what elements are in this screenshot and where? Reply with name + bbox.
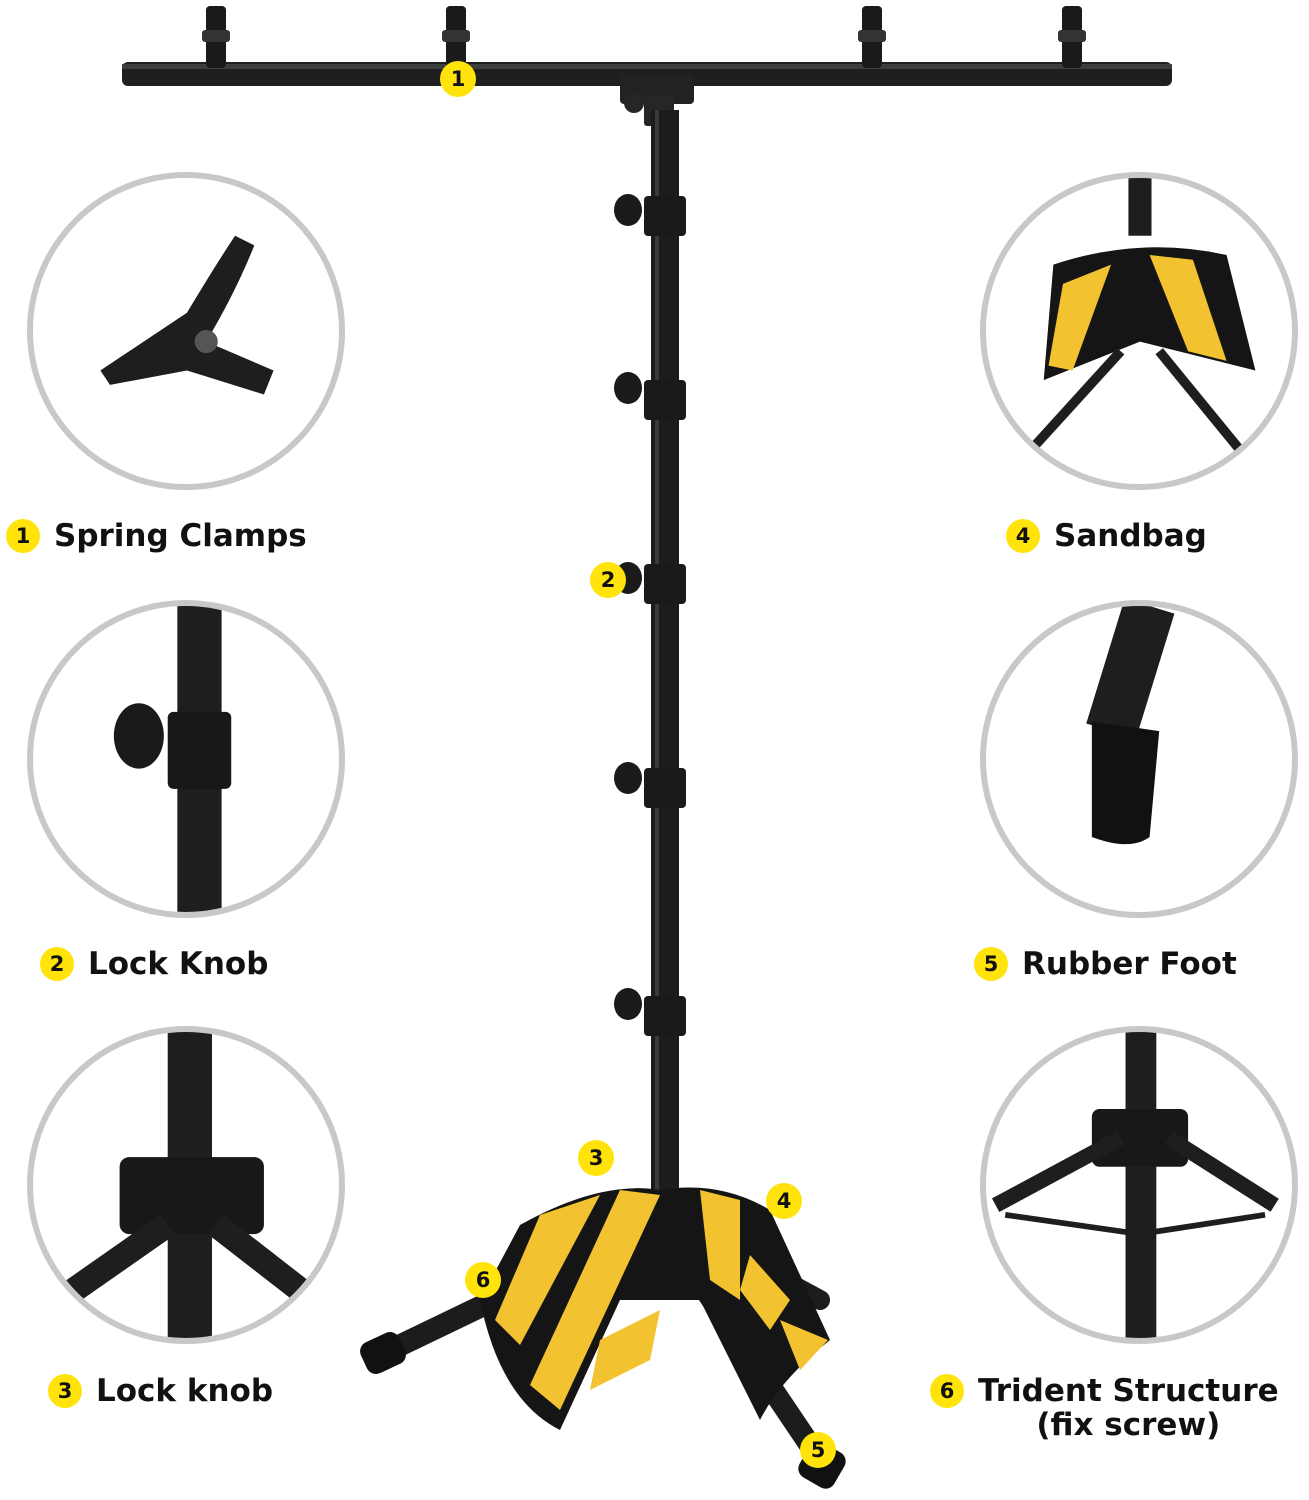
- feature-text: Lock Knob: [88, 946, 269, 982]
- number-badge: 4: [1006, 519, 1040, 553]
- callout-6: 6: [465, 1262, 501, 1298]
- feature-label-4: 4 Sandbag: [1006, 519, 1207, 553]
- crossbar-clamps: [202, 6, 1086, 68]
- feature-label-1: 1 Spring Clamps: [6, 519, 307, 553]
- number-badge: 2: [40, 947, 74, 981]
- detail-trident-structure: [980, 1026, 1298, 1344]
- number-badge: 3: [48, 1374, 82, 1408]
- number-badge: 5: [974, 947, 1008, 981]
- callout-1: 1: [440, 61, 476, 97]
- feature-label-3: 3 Lock knob: [48, 1374, 273, 1408]
- feature-text-line1: Trident Structure: [978, 1373, 1279, 1409]
- feature-text: Trident Structure (fix screw): [978, 1374, 1279, 1442]
- detail-spring-clamps: [27, 172, 345, 490]
- feature-text: Sandbag: [1054, 518, 1207, 554]
- callout-5: 5: [800, 1432, 836, 1468]
- detail-lock-knob: [27, 600, 345, 918]
- sandbag: [480, 1187, 830, 1430]
- callout-4: 4: [766, 1183, 802, 1219]
- feature-label-6: 6 Trident Structure (fix screw): [930, 1374, 1279, 1442]
- number-badge: 6: [930, 1374, 964, 1408]
- callout-3: 3: [578, 1140, 614, 1176]
- feature-text-line2: (fix screw): [1036, 1407, 1221, 1443]
- feature-label-5: 5 Rubber Foot: [974, 947, 1237, 981]
- detail-sandbag: [980, 172, 1298, 490]
- number-badge: 1: [6, 519, 40, 553]
- feature-label-2: 2 Lock Knob: [40, 947, 268, 981]
- detail-lock-knob-hub: [27, 1026, 345, 1344]
- feature-text: Lock knob: [96, 1373, 274, 1409]
- detail-rubber-foot: [980, 600, 1298, 918]
- callout-2: 2: [590, 562, 626, 598]
- pole-lock-knobs: [614, 194, 686, 1036]
- feature-text: Rubber Foot: [1022, 946, 1237, 982]
- feature-text: Spring Clamps: [54, 518, 307, 554]
